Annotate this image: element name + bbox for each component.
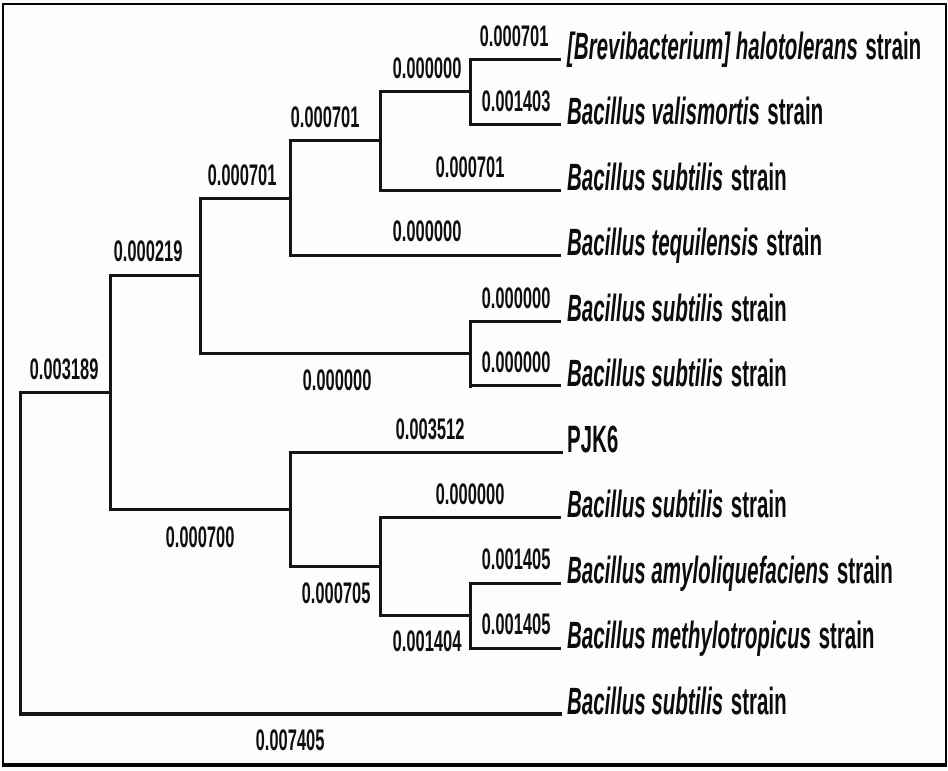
branch-line-pjk6 [289, 451, 563, 454]
taxon-species-name: Bacillus subtilis [567, 484, 724, 526]
taxon-species-name: Bacillus subtilis [567, 353, 724, 395]
branch-length-label: 0.001403 [481, 85, 551, 118]
branch-line-subtilis-6 [469, 384, 561, 387]
branch-line-upper-trio-ancestor [289, 139, 382, 142]
branch-line-root-inner [19, 391, 112, 394]
branch-line-tequilensis [289, 254, 561, 257]
branch-length-label: 0.000701 [290, 101, 360, 134]
branch-length-label: 0.001404 [392, 625, 462, 658]
taxon-species-name: Bacillus amyloliquefaciens [567, 550, 830, 592]
branch-line-valismortis [469, 123, 561, 126]
branch-length-label: 0.000000 [481, 346, 551, 379]
branch-length-label: 0.007405 [255, 724, 325, 757]
taxon-species-name: Bacillus tequilensis [567, 222, 759, 264]
branch-line-methylotropicus [469, 647, 561, 650]
branch-line-halotolerans [469, 58, 561, 61]
branch-length-label: 0.000000 [392, 52, 462, 85]
taxon-suffix: strain [730, 353, 787, 395]
branch-line-lower-trio-ancestor [289, 565, 382, 568]
taxon-suffix: strain [730, 288, 787, 330]
taxon-species-name: [Brevibacterium] halotolerans [567, 26, 858, 68]
node-connector-lower-trio [379, 516, 382, 617]
taxon-suffix: strain [766, 222, 823, 264]
branch-line-subtilis-outgroup [19, 712, 562, 716]
branch-length-label: 0.000219 [113, 235, 183, 268]
branch-length-label: 0.001405 [481, 543, 551, 576]
branch-length-label: 0.000700 [165, 521, 235, 554]
node-connector-subtilis-pair [469, 320, 472, 388]
branch-line-subtilis-3 [379, 189, 561, 192]
node-connector-halotolerans-valismortis [469, 58, 472, 126]
node-connector-root [19, 391, 22, 716]
branch-line-lower-major-clade [109, 508, 292, 511]
branch-line-upper-quartet-ancestor [199, 197, 292, 200]
node-connector-upper-quartet [289, 139, 292, 257]
branch-length-label: 0.000000 [435, 478, 505, 511]
branch-length-label: 0.003189 [29, 353, 99, 386]
taxon-suffix: PJK6 [567, 419, 619, 461]
branch-line-subtilis-5 [469, 320, 561, 323]
taxon-species-name: Bacillus valismortis [567, 91, 760, 133]
taxon-species-name: Bacillus subtilis [567, 157, 724, 199]
branch-line-subtilis-pair-ancestor [199, 352, 472, 355]
branch-length-label: 0.000000 [302, 364, 372, 397]
branch-length-label: 0.000000 [481, 282, 551, 315]
branch-length-label: 0.001405 [481, 608, 551, 641]
node-connector-amylo-methylo [469, 582, 472, 650]
taxon-suffix: strain [818, 615, 875, 657]
branch-length-label: 0.003512 [395, 413, 465, 446]
branch-length-label: 0.000701 [479, 20, 549, 53]
node-connector-root-inner [109, 274, 112, 511]
taxon-suffix: strain [865, 26, 922, 68]
branch-line-subtilis-8 [379, 516, 561, 519]
node-connector-lower-major-clade [289, 451, 292, 568]
taxon-suffix: strain [836, 550, 893, 592]
taxon-suffix: strain [767, 91, 824, 133]
branch-line-halotolerans-valismortis-ancestor [379, 90, 472, 93]
node-connector-upper-trio [379, 90, 382, 192]
taxon-species-name: Bacillus subtilis [567, 681, 724, 723]
taxon-species-name: Bacillus subtilis [567, 288, 724, 330]
branch-length-label: 0.000701 [207, 159, 277, 192]
branch-line-amylo-methylo-ancestor [379, 614, 472, 617]
branch-length-label: 0.000701 [435, 151, 505, 184]
branch-line-amyloliquefaciens [469, 582, 561, 585]
taxon-species-name: Bacillus methylotropicus [567, 615, 812, 657]
branch-line-upper-major-clade [109, 274, 202, 277]
taxon-suffix: strain [730, 157, 787, 199]
node-connector-upper-major-clade [199, 197, 202, 355]
taxon-label-pjk6: PJK6 [567, 421, 618, 459]
branch-length-label: 0.000705 [301, 577, 371, 610]
taxon-suffix: strain [730, 681, 787, 723]
branch-length-label: 0.000000 [392, 215, 462, 248]
taxon-suffix: strain [730, 484, 787, 526]
